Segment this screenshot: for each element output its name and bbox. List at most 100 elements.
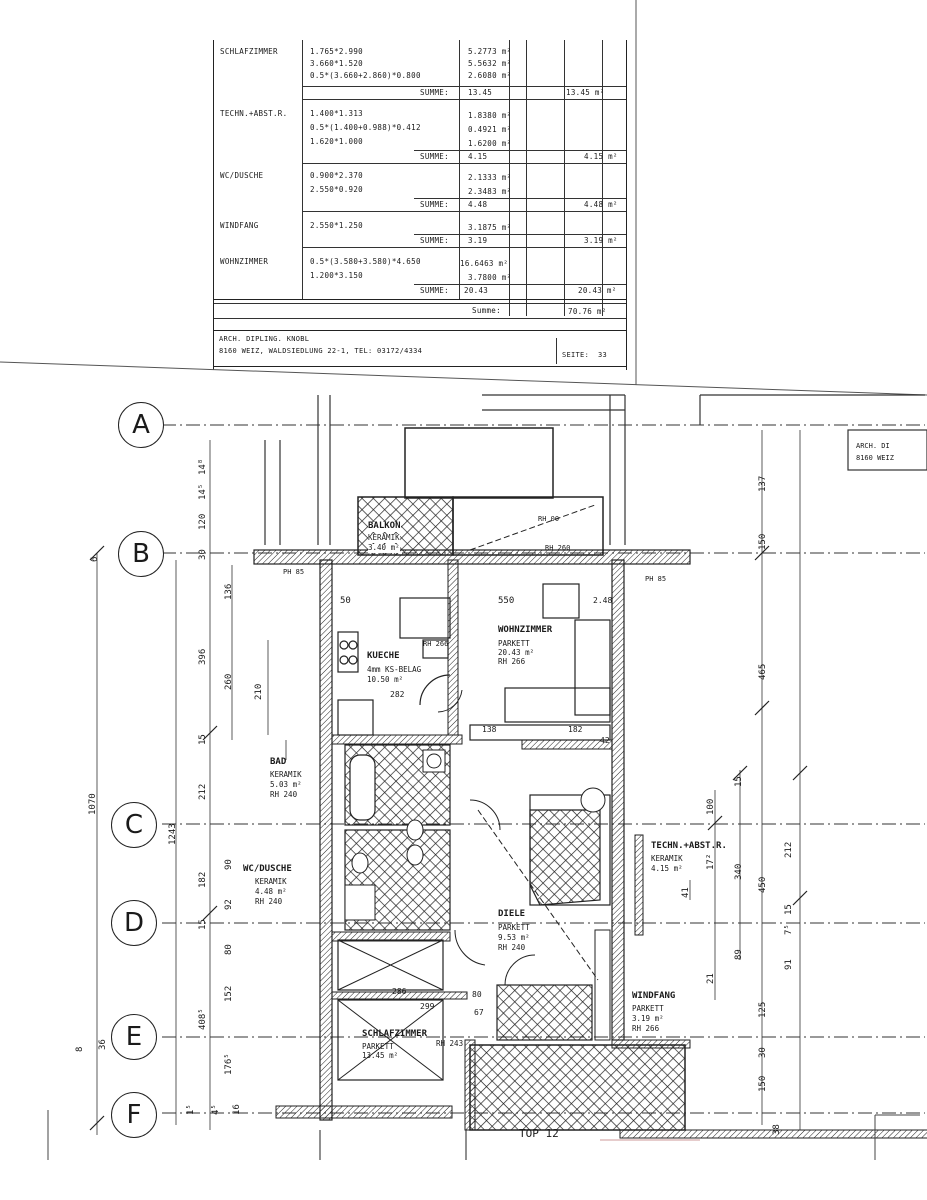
room-area: 4.15 m²: [651, 864, 683, 873]
room-area: 3.19 m²: [632, 1014, 664, 1023]
dimension: 150: [758, 1075, 768, 1092]
dimension: 67: [474, 1008, 484, 1017]
dimension: 15: [784, 904, 794, 915]
dimension: 38: [772, 1124, 782, 1135]
dimension: 120: [198, 513, 208, 530]
dimension: 90: [224, 859, 234, 870]
dimension: 42: [600, 736, 610, 745]
dimension: 125: [758, 1001, 768, 1018]
room-label-balkon: BALKON: [368, 521, 401, 532]
room-total: 4.15 m²: [584, 152, 618, 161]
grid-axis-d: D: [111, 900, 157, 946]
summe-value: 13.45: [468, 88, 493, 97]
room-floor: KERAMIK: [270, 770, 302, 779]
room-area: 20.43 m²: [498, 648, 535, 657]
page-label: SEITE:: [562, 351, 590, 359]
room-name: WINDFANG: [220, 221, 259, 230]
dimension: 30: [198, 549, 208, 560]
architect-address: 8160 WEIZ, WALDSIEDLUNG 22-1, TEL: 03172…: [219, 347, 423, 355]
table-col-divider: [509, 40, 510, 316]
dimension: 14⁵: [198, 483, 208, 500]
summe-value: 4.15: [468, 152, 488, 161]
table-col-divider: [302, 40, 303, 300]
architect-name: ARCH. DIPLING. KNOBL: [219, 335, 310, 343]
room-height: RH 243: [436, 1039, 464, 1048]
room-floor: KERAMIK: [651, 854, 683, 863]
room-total: 4.48 m²: [584, 200, 618, 209]
room-label-techn: TECHN.+ABST.R.: [651, 841, 727, 851]
room-area: 13.45 m²: [362, 1051, 399, 1060]
dimension: 408⁵: [198, 1008, 208, 1030]
room-height: RH 240: [270, 790, 298, 799]
room-height: RH 240: [498, 943, 526, 952]
dimension: PH 85: [283, 568, 305, 576]
formula: 0.5*(3.660+2.860)*0.800: [310, 71, 421, 80]
area-value: 2.6080 m²: [468, 71, 512, 80]
formula: 1.400*1.313: [310, 109, 363, 118]
room-area: 9.53 m²: [498, 933, 530, 942]
room-name: WOHNZIMMER: [220, 257, 269, 266]
room-floor: PARKETT: [498, 923, 530, 932]
room-label-wc-dusche: WC/DUSCHE: [243, 864, 292, 874]
stamp-line-1: ARCH. DI: [856, 442, 890, 450]
formula: 2.550*1.250: [310, 221, 363, 230]
formula: 1.200*3.150: [310, 271, 363, 280]
table-col-divider: [564, 40, 565, 316]
dimension: 1070: [88, 793, 98, 815]
dimension: 30: [758, 1047, 768, 1058]
dimension: 41: [681, 887, 691, 898]
area-value: 2.1333 m²: [468, 173, 512, 182]
summe-label: SUMME:: [420, 200, 449, 209]
dimension: 212: [198, 783, 208, 800]
summe-value: 4.48: [468, 200, 488, 209]
dimension: 17²: [706, 853, 716, 870]
room-total: 3.19 m²: [584, 236, 618, 245]
area-value: 2.3483 m²: [468, 187, 512, 196]
dimension: 89: [734, 949, 744, 960]
dimension: 212: [784, 841, 794, 858]
summe-value: 3.19: [468, 236, 488, 245]
room-floor: KERAMIK: [368, 533, 400, 543]
dimension: 15: [734, 776, 744, 787]
grand-summe-label: Summe:: [472, 306, 501, 315]
dimension: 299: [420, 1002, 435, 1011]
formula: 0.5*(3.580+3.580)*4.650: [310, 257, 421, 266]
room-name: SCHLAFZIMMER: [220, 47, 278, 56]
room-label-schlafzimmer: SCHLAFZIMMER: [362, 1029, 428, 1039]
room-height: RH 266: [632, 1024, 660, 1033]
grid-axis-b: B: [118, 531, 164, 577]
dimension: 210: [254, 683, 264, 700]
dimension: RH 266: [423, 640, 449, 648]
dimension: 396: [198, 648, 208, 665]
room-area: 5.03 m²: [270, 780, 302, 789]
table-col-divider: [459, 40, 460, 300]
formula: 1.620*1.000: [310, 137, 363, 146]
room-floor: PARKETT: [362, 1042, 394, 1051]
dimension: 450: [758, 876, 768, 893]
dimension: 100: [706, 798, 716, 815]
dimension: 182: [198, 871, 208, 888]
room-floor: PARKETT: [632, 1004, 664, 1013]
dimension: 465: [758, 663, 768, 680]
dimension: 150: [758, 533, 768, 550]
dimension: 21: [706, 973, 716, 984]
dimension: 260: [224, 673, 234, 690]
area-value: 5.5632 m²: [468, 59, 512, 68]
summe-label: SUMME:: [420, 88, 449, 97]
dimension: 282: [390, 690, 405, 699]
formula: 0.900*2.370: [310, 171, 363, 180]
room-floor: 4mm KS-BELAG: [367, 665, 422, 674]
dimension: 138: [482, 725, 497, 734]
area-value: 1.6200 m²: [468, 139, 512, 148]
dimension: 92: [224, 899, 234, 910]
table-col-divider: [602, 40, 603, 316]
room-floor: PARKETT: [498, 639, 530, 648]
dimension: RH 260: [545, 544, 571, 552]
grid-axis-e: E: [111, 1014, 157, 1060]
summe-value: 20.43: [464, 286, 489, 295]
room-total: 13.45 m²: [566, 88, 605, 97]
dimension: 91: [784, 959, 794, 970]
dimension: 137: [758, 475, 768, 492]
stamp-line-2: 8160 WEIZ: [856, 454, 894, 462]
